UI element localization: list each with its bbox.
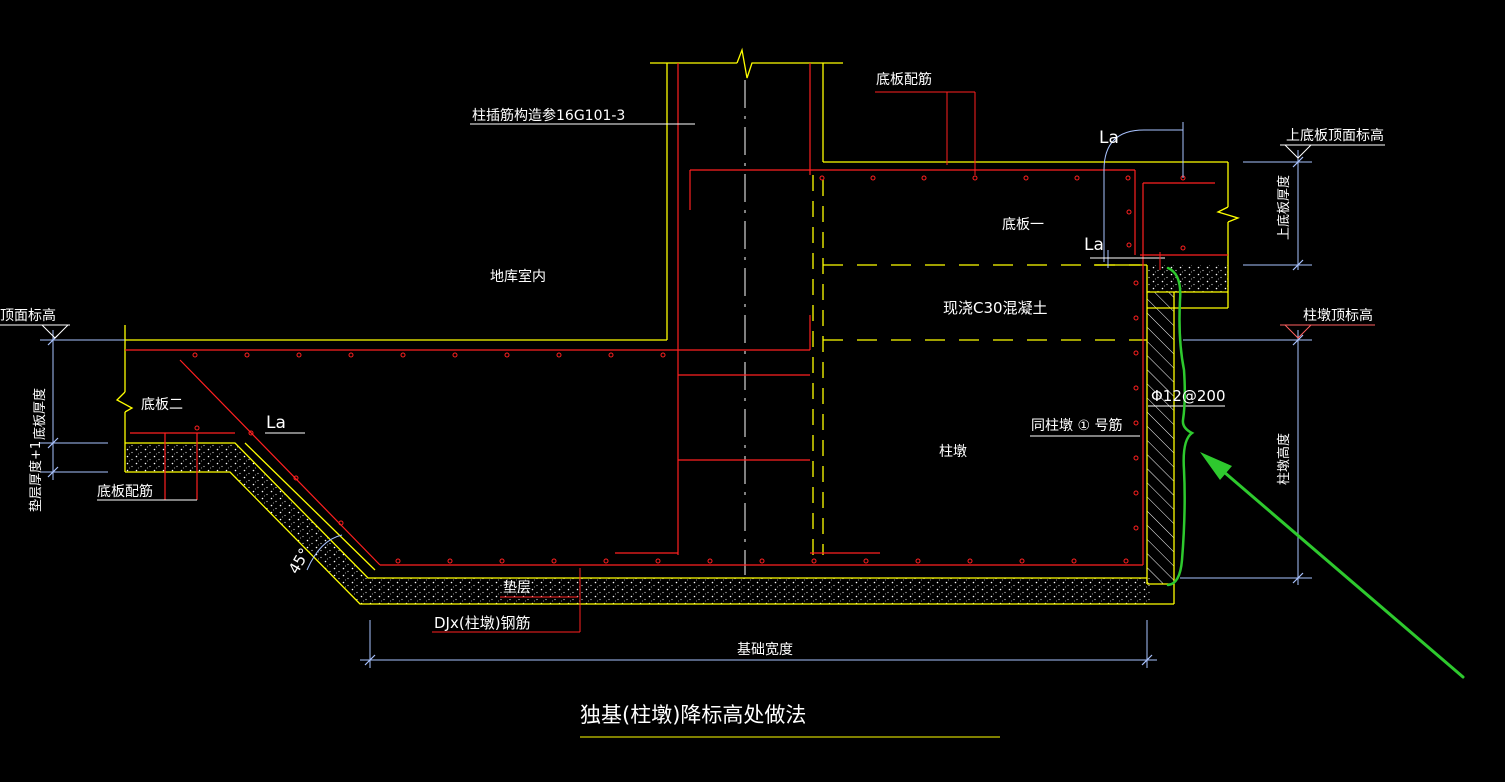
annotation-brace bbox=[1166, 266, 1195, 587]
label-la-top: La bbox=[1099, 128, 1119, 148]
label-pier: 柱墩 bbox=[939, 444, 967, 460]
dimension-ticks bbox=[47, 156, 1304, 666]
label-pier-height: 柱墩高度 bbox=[1276, 433, 1292, 485]
label-slab-rebar-left: 底板配筋 bbox=[97, 483, 153, 500]
elevation-marker-pier bbox=[1280, 324, 1375, 339]
label-slab-rebar-top: 底板配筋 bbox=[876, 71, 932, 88]
green-annotation[interactable] bbox=[1166, 266, 1465, 679]
leader-lines-red bbox=[432, 91, 1161, 633]
rebar bbox=[125, 63, 1228, 566]
dimension-lines bbox=[40, 122, 1312, 668]
cushion-layer bbox=[125, 265, 1228, 604]
label-la-left: La bbox=[266, 413, 286, 433]
label-djx-rebar: DJx(柱墩)钢筋 bbox=[434, 614, 531, 632]
label-cast-concrete: 现浇C30混凝土 bbox=[943, 299, 1048, 317]
label-slab-thickness-left: 底板厚度 bbox=[32, 388, 48, 440]
label-rebar-spec: Φ12@200 bbox=[1151, 387, 1226, 405]
annotation-arrow-head-icon bbox=[1200, 452, 1232, 480]
annotation-arrow-shaft bbox=[1208, 458, 1465, 679]
leader-lines bbox=[97, 123, 1225, 501]
label-same-pier-stirrup: 同柱墩 ① 号筋 bbox=[1031, 417, 1122, 434]
label-garage-interior: 地库室内 bbox=[490, 268, 546, 285]
label-upper-slab-thickness: 上底板厚度 bbox=[1276, 175, 1292, 240]
label-foundation-width: 基础宽度 bbox=[737, 641, 793, 658]
cushion-upper bbox=[1147, 265, 1228, 292]
label-cushion: 垫层 bbox=[503, 580, 531, 596]
label-slab-two: 底板二 bbox=[141, 397, 183, 413]
label-la-mid: La bbox=[1084, 235, 1104, 255]
pier-side-hatch bbox=[1147, 292, 1174, 584]
drawing-title: 独基(柱墩)降标高处做法 bbox=[580, 703, 806, 727]
elevation-marker-upper bbox=[1280, 144, 1385, 159]
rebar-dots bbox=[192, 175, 1186, 564]
label-upper-slab-top-elev: 上底板顶面标高 bbox=[1286, 127, 1384, 144]
label-slab-one: 底板一 bbox=[1002, 217, 1044, 233]
concrete-outline bbox=[115, 47, 1240, 605]
elevation-marker-left bbox=[0, 324, 70, 339]
label-column-dowel-ref: 柱插筋构造参16G101-3 bbox=[472, 107, 625, 124]
label-cushion-thickness: 垫层厚度+1 bbox=[28, 441, 44, 512]
label-pier-top-elev: 柱墩顶标高 bbox=[1303, 307, 1373, 324]
text-labels: 柱插筋构造参16G101-3 底板配筋 La 上底板顶面标高 底板一 La 地库… bbox=[0, 71, 1384, 727]
label-slab-top-elev-left: 顶面标高 bbox=[0, 307, 56, 324]
cushion-main bbox=[125, 443, 1150, 604]
